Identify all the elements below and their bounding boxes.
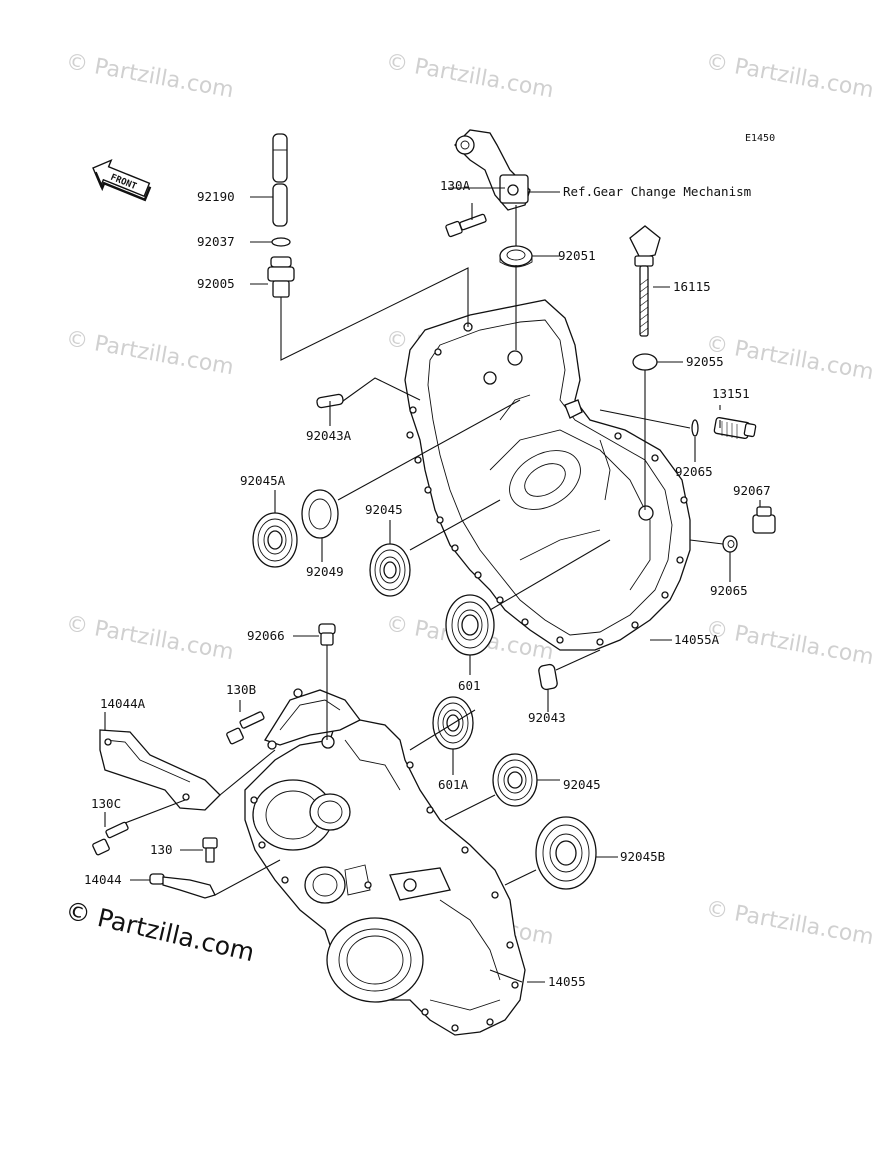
washer-92065 [722, 535, 738, 553]
part-label: 130 [150, 842, 173, 857]
bearing-92045 [369, 543, 411, 597]
dipstick-16115 [629, 225, 661, 337]
part-label: 130B [226, 682, 256, 697]
part-label: 601A [438, 777, 469, 792]
part-label: 92045 [563, 777, 601, 792]
watermark-text: © Partzilla.com [704, 616, 876, 670]
shift-lever [454, 129, 531, 211]
crankcase-cover-14055A [404, 299, 691, 651]
part-label: 92045 [365, 502, 403, 517]
oil-seal-92049 [301, 489, 339, 539]
watermark-text: © Partzilla.com [64, 326, 236, 380]
front-arrow-icon: FRONT [92, 158, 152, 202]
bolt-holes [250, 761, 519, 1032]
bolt-130 [202, 837, 218, 863]
watermark-text: © Partzilla.com [704, 896, 876, 950]
bearing-92045B [535, 816, 597, 890]
oil-seal-92051 [499, 245, 533, 268]
bolt-130C [92, 821, 129, 856]
part-label: 92045B [620, 849, 665, 864]
bearing-601 [445, 594, 495, 656]
part-label: 130C [91, 796, 121, 811]
plug-92067 [752, 506, 776, 534]
pipe-92190 [272, 133, 288, 227]
part-label: 14055A [674, 632, 720, 647]
part-label: 92055 [686, 354, 724, 369]
sensor-13151 [713, 416, 757, 440]
part-labels: 92190 92037 92005 130A Ref.Gear Change M… [84, 178, 771, 989]
part-label: 92043 [528, 710, 566, 725]
partzilla-watermark: © Partzilla.com [63, 896, 258, 968]
washer-hole [727, 540, 735, 548]
watermark-text: © Partzilla.com [704, 49, 876, 103]
bracket-14044A [99, 729, 221, 811]
part-label: 92049 [306, 564, 344, 579]
part-label: 92066 [247, 628, 285, 643]
reference-text: Ref.Gear Change Mechanism [563, 184, 751, 199]
watermark-text: © Partzilla.com [64, 611, 236, 665]
circlip-92037 [271, 237, 291, 247]
watermark-text: © Partzilla.com [64, 49, 236, 103]
part-label: 92045A [240, 473, 286, 488]
fitting-92005 [267, 256, 295, 298]
part-label: 92051 [558, 248, 596, 263]
part-label: 14055 [548, 974, 586, 989]
o-ring-92055 [632, 353, 658, 371]
bearing-92045 [492, 753, 538, 807]
part-label: 92005 [197, 276, 235, 291]
part-label: 92043A [306, 428, 352, 443]
leader-lines [104, 187, 761, 983]
part-label: 601 [458, 678, 481, 693]
part-label: 130A [440, 178, 471, 193]
part-label: 92037 [197, 234, 235, 249]
bolt-130B [226, 711, 265, 745]
bolt-130A [445, 213, 487, 238]
part-label: 92065 [710, 583, 748, 598]
part-label: 16115 [673, 279, 711, 294]
watermark-text: © Partzilla.com [704, 331, 876, 385]
dowel-92043 [538, 663, 558, 691]
part-label: 92065 [675, 464, 713, 479]
plug-92066 [318, 623, 336, 646]
part-label: 92067 [733, 483, 771, 498]
watermark-text: © Partzilla.com [384, 49, 556, 103]
crankcase-14055 [244, 688, 526, 1036]
part-label: 92190 [197, 189, 235, 204]
bearing-92045A [252, 512, 298, 568]
diagram-code: E1450 [745, 133, 775, 144]
part-label: 14044A [100, 696, 146, 711]
part-label: 14044 [84, 872, 122, 887]
part-label: 13151 [712, 386, 750, 401]
bolt-holes [406, 348, 688, 646]
washer-92065 [691, 419, 699, 437]
clamp-14044 [149, 873, 216, 899]
